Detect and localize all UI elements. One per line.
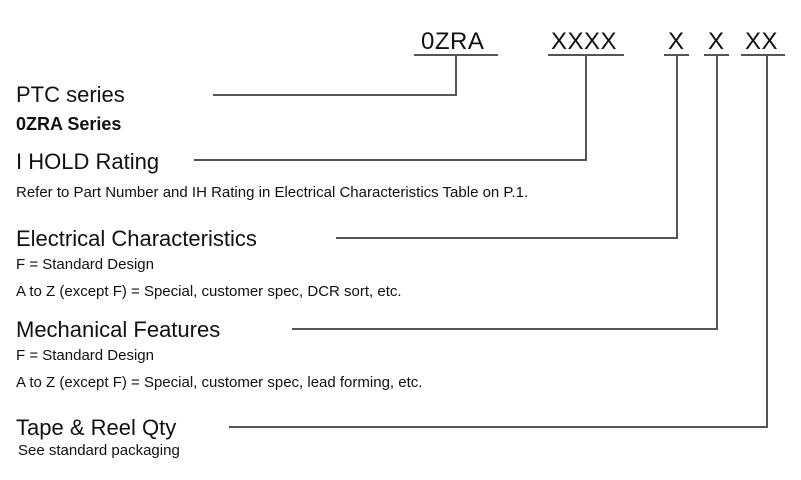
connector-electrical <box>336 55 678 239</box>
ptc-sub: 0ZRA Series <box>16 114 122 134</box>
code-ihold: XXXX <box>551 28 618 55</box>
mechanical-heading: Mechanical Features <box>16 317 221 342</box>
ihold-desc: Refer to Part Number and IH Rating in El… <box>16 184 529 201</box>
code-electrical: X <box>668 28 685 55</box>
mechanical-line1: F = Standard Design <box>16 347 154 364</box>
electrical-line1: F = Standard Design <box>16 256 154 273</box>
packaging-desc: See standard packaging <box>18 442 180 459</box>
connector-ptc <box>213 55 457 96</box>
packaging-heading: Tape & Reel Qty <box>16 415 177 440</box>
electrical-line2: A to Z (except F) = Special, customer sp… <box>16 283 402 300</box>
code-packaging: XX <box>745 28 779 55</box>
connector-ihold <box>194 55 587 161</box>
code-series: 0ZRA <box>421 28 485 55</box>
electrical-heading: Electrical Characteristics <box>16 226 257 251</box>
ptc-heading: PTC series <box>16 82 125 107</box>
ihold-heading: I HOLD Rating <box>16 149 160 174</box>
mechanical-line2: A to Z (except F) = Special, customer sp… <box>16 374 423 391</box>
connector-packaging <box>229 55 768 428</box>
code-mechanical: X <box>708 28 725 55</box>
